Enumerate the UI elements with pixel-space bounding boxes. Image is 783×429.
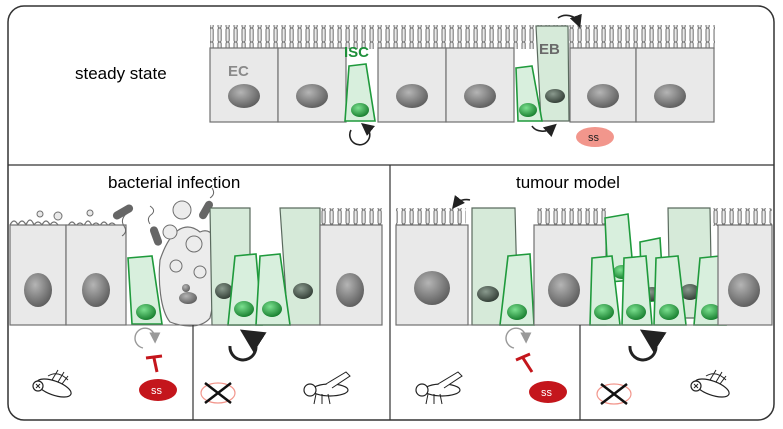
isc-nucleus <box>262 301 282 317</box>
ec-label: EC <box>228 63 249 80</box>
debris <box>36 210 44 218</box>
crossed-ss-icon <box>596 383 632 405</box>
bacterial-infection-title: bacterial infection <box>108 173 240 192</box>
ss-label-left: ss <box>151 385 163 397</box>
ec-nucleus <box>228 84 260 108</box>
isc-nucleus <box>507 304 527 320</box>
eb-nucleus <box>477 286 499 302</box>
turnover-arrow-icon <box>452 195 471 210</box>
flagellum <box>147 205 155 225</box>
cycle-arrow-icon <box>628 329 667 362</box>
bacterium-icon <box>199 200 213 220</box>
cycle-arrow-icon <box>505 327 532 349</box>
cycle-arrow-icon <box>134 327 161 349</box>
brush-border <box>210 25 715 49</box>
inhibition-icon <box>521 357 534 373</box>
debris <box>86 209 94 217</box>
ss-label-steady: ss <box>588 132 600 144</box>
enterocyte-row <box>209 47 715 123</box>
isc-nucleus <box>626 304 646 320</box>
ec-nucleus <box>654 84 686 108</box>
turnover-arrow-icon <box>557 13 582 29</box>
ec-nucleus <box>336 273 364 307</box>
inhibition-icon <box>152 357 159 373</box>
inhibition-bar <box>145 354 163 360</box>
inhibition-bar <box>515 352 531 362</box>
ec-nucleus <box>414 271 450 305</box>
eb-nucleus <box>680 284 700 300</box>
steady-state-panel: steady state EC ISC EB <box>75 13 715 147</box>
ec-nucleus <box>24 273 52 307</box>
isc-nucleus <box>659 304 679 320</box>
apoptotic-body <box>185 235 203 253</box>
debris <box>53 211 63 221</box>
isc-label: ISC <box>344 44 369 61</box>
ec-nucleus <box>548 273 580 307</box>
differentiation-arrow-icon <box>531 123 557 138</box>
isc-nucleus <box>701 304 721 320</box>
bacterium-icon <box>149 226 163 246</box>
fly-icon <box>303 371 351 405</box>
bacterium-icon <box>112 204 134 220</box>
tumour-model-title: tumour model <box>516 173 620 192</box>
dead-fly-icon <box>690 369 730 398</box>
isc-nucleus <box>351 103 369 117</box>
dead-fly-icon <box>32 369 72 398</box>
ec-nucleus <box>728 273 760 307</box>
isc-nucleus <box>136 304 156 320</box>
apoptotic-body <box>169 259 183 273</box>
ec-nucleus <box>396 84 428 108</box>
brush-border <box>396 208 466 226</box>
brush-border <box>320 208 382 226</box>
apoptotic-body <box>193 265 207 279</box>
isc-nucleus <box>519 103 537 117</box>
fragmented-nucleus <box>179 292 197 304</box>
ss-bubble-inhibit <box>529 381 567 403</box>
apoptotic-body <box>172 200 192 220</box>
isc-nucleus <box>594 304 614 320</box>
ec-nucleus <box>587 84 619 108</box>
ss-label-right: ss <box>541 387 553 399</box>
fragmented-nucleus <box>182 284 190 292</box>
eb-nucleus <box>293 283 313 299</box>
fly-icon <box>415 371 463 405</box>
ss-bubble-steady <box>576 127 614 147</box>
tumour-model-panel: tumour model <box>395 173 773 420</box>
brush-border <box>534 208 606 226</box>
apoptotic-body <box>162 224 178 240</box>
eb-nucleus <box>215 283 233 299</box>
eb-label: EB <box>539 41 560 58</box>
ss-bubble-inhibit <box>139 379 177 401</box>
ec-nucleus <box>82 273 110 307</box>
crossed-ss-icon <box>200 382 236 404</box>
bacterial-infection-panel: bacterial infection <box>9 173 383 420</box>
eb-nucleus <box>545 89 565 103</box>
ec-nucleus <box>296 84 328 108</box>
isc-nucleus <box>234 301 254 317</box>
flagellum <box>209 187 215 199</box>
steady-state-title: steady state <box>75 64 167 83</box>
ec-nucleus <box>464 84 496 108</box>
flagellum <box>121 213 127 237</box>
self-renewal-arrow-icon <box>348 122 375 146</box>
cycle-arrow-icon <box>228 329 267 362</box>
brush-border <box>710 208 772 226</box>
